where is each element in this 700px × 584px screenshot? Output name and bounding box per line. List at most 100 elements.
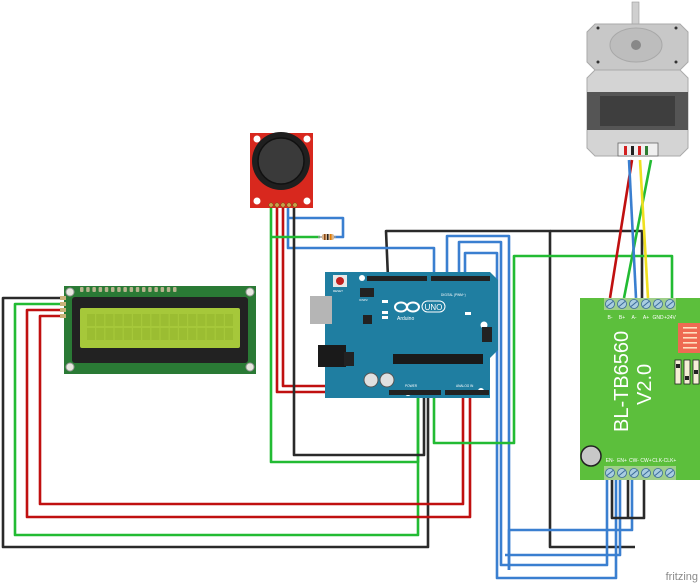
digital-label: DIGITAL (PWM~)	[441, 293, 466, 297]
lcd-cell	[225, 328, 233, 340]
wire-d5[interactable]	[445, 234, 511, 570]
wire-lcd-sda[interactable]	[25, 308, 472, 519]
joystick-knob[interactable]	[257, 137, 305, 185]
lcd-cell	[151, 328, 160, 340]
driver-title: BL-TB6560	[611, 331, 633, 432]
lcd-cell	[179, 314, 187, 326]
wire-joy-gnd[interactable]	[269, 207, 420, 464]
lcd-cell	[160, 328, 169, 340]
terminal-label: A+	[643, 315, 649, 321]
wire-lcd-gnd[interactable]	[1, 296, 430, 549]
lcd-pin-scl[interactable]	[60, 314, 66, 318]
motor-lead	[624, 146, 627, 155]
wire-motor-a-minus[interactable]	[627, 159, 638, 299]
lcd-pin-gnd[interactable]	[60, 296, 66, 300]
wire-joy-sw[interactable]	[286, 207, 383, 250]
dip-switches[interactable]	[674, 359, 700, 385]
power-jack	[318, 345, 346, 367]
lcd-pin-sda[interactable]	[60, 308, 66, 312]
wire-joy-sw-loop[interactable]	[288, 216, 345, 239]
lcd-header-pin	[86, 287, 90, 292]
uno-label: UNO	[425, 303, 443, 312]
wire-d3[interactable]	[463, 251, 618, 580]
lcd-pin-vcc[interactable]	[60, 302, 66, 306]
lcd-cell	[96, 314, 105, 326]
icsp-header	[482, 327, 492, 342]
lcd-header-pin	[160, 287, 165, 292]
lcd-cell	[197, 328, 206, 340]
tb6560-driver[interactable]: B-B+A-A+GND+24V EN-EN+CW-CW+CLK-CLK+ BL-…	[580, 298, 700, 480]
lcd-module[interactable]	[60, 286, 256, 374]
lcd-cell	[133, 314, 141, 326]
joystick-pin[interactable]	[274, 202, 280, 208]
lcd-header-pin	[142, 287, 146, 292]
wire-motor-a-plus[interactable]	[638, 159, 650, 299]
fritzing-watermark: fritzing	[666, 571, 698, 583]
lcd-cell	[179, 328, 187, 340]
heatsink-fin	[683, 332, 697, 334]
lcd-header-pin	[135, 287, 140, 292]
heatsink-fin	[683, 337, 697, 339]
wire-lcd-vcc[interactable]	[13, 302, 420, 537]
motor-lead	[638, 146, 641, 155]
analog-header	[445, 390, 489, 395]
joystick-pin[interactable]	[286, 202, 292, 208]
terminal-label: B-	[608, 315, 613, 321]
lcd-cell	[169, 314, 178, 326]
driver-potentiometer[interactable]	[580, 445, 602, 467]
lcd-cell	[123, 328, 132, 340]
terminal-label: CW-	[629, 458, 639, 464]
wire-5v-driver[interactable]	[432, 254, 674, 445]
lcd-cell	[206, 328, 215, 340]
lcd-cell	[114, 314, 123, 326]
heatsink-fin	[683, 347, 697, 349]
wire-d-extra[interactable]	[505, 480, 622, 557]
lcd-header-pin	[117, 287, 121, 292]
terminal-label: EN+	[617, 458, 627, 464]
lcd-cell	[96, 328, 105, 340]
lcd-cell	[123, 314, 132, 326]
lcd-cells	[87, 314, 233, 340]
joystick-pin[interactable]	[268, 202, 274, 208]
wire-joy-vry[interactable]	[292, 207, 426, 457]
lcd-header-pin	[80, 287, 84, 292]
arduino-logo: UNO Arduino	[394, 300, 446, 322]
lcd-header-pin	[129, 287, 134, 292]
resistor[interactable]	[318, 234, 336, 240]
wire-motor-b-plus[interactable]	[622, 159, 653, 299]
terminal-label: GND	[652, 315, 664, 321]
joystick-pin[interactable]	[280, 202, 286, 208]
wire-d7[interactable]	[383, 246, 436, 278]
terminal-label: CLK-	[652, 458, 664, 464]
digital-header-low	[431, 276, 490, 281]
usb-port	[310, 296, 332, 324]
lcd-cell	[151, 314, 160, 326]
terminal-label: +24V	[664, 315, 676, 321]
wire-arduino-gnd-top[interactable]	[550, 229, 644, 298]
wire-lcd-scl[interactable]	[38, 314, 465, 506]
wire-d4[interactable]	[457, 240, 609, 567]
power-label: POWER	[405, 384, 418, 388]
lcd-header-pin	[166, 287, 171, 292]
arduino-uno[interactable]: UNO Arduino DIGITAL (PWM~) POWER ANALOG …	[310, 272, 498, 398]
terminal-label: CW+	[640, 458, 651, 464]
terminal-label: A-	[632, 315, 637, 321]
icsp2-header	[360, 288, 374, 297]
reset-label: RESET	[333, 289, 343, 293]
lcd-header-pin	[148, 287, 152, 292]
wire-motor-b-minus[interactable]	[608, 159, 634, 299]
stepper-motor[interactable]	[586, 1, 689, 157]
lcd-cell	[169, 328, 178, 340]
lcd-cell	[160, 314, 169, 326]
joystick-pin[interactable]	[292, 202, 298, 208]
lcd-header-pin	[173, 287, 177, 292]
wires	[1, 159, 674, 580]
lcd-cell	[206, 314, 215, 326]
lcd-header-pin	[104, 287, 109, 292]
joystick-module[interactable]	[250, 132, 313, 208]
lcd-cell	[225, 314, 233, 326]
wire-d2[interactable]	[507, 480, 634, 570]
arduino-brand: Arduino	[397, 316, 414, 322]
driver-version: V2.0	[634, 364, 656, 405]
